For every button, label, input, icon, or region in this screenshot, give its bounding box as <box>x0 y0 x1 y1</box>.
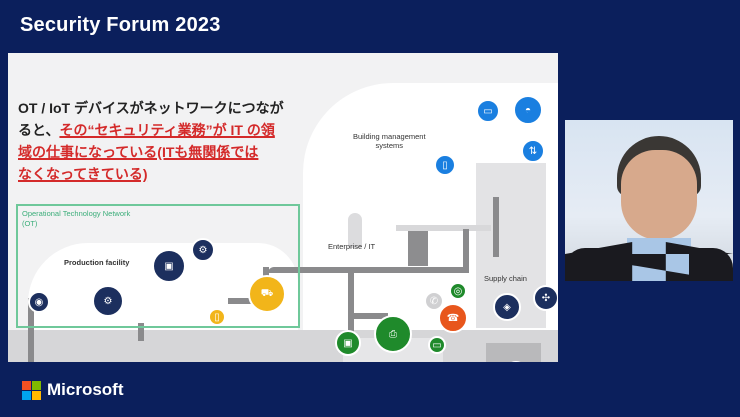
camera-icon: ◓ <box>513 95 543 125</box>
network-pipe <box>138 323 144 341</box>
headline-emphasis: 域の仕事になっている(ITも無関係では <box>18 144 259 160</box>
network-pipe <box>493 197 499 257</box>
plant <box>348 213 362 248</box>
laptop-icon: ▭ <box>428 336 446 354</box>
forklift-icon: ⛟ <box>248 275 286 313</box>
elevator-icon: ⇅ <box>521 139 545 163</box>
enterprise-it-label: Enterprise / IT <box>328 242 376 251</box>
network-pipe <box>28 298 34 362</box>
headline-emphasis: その“セキュリティ業務”が IT の領 <box>59 122 275 138</box>
drone-icon: ✣ <box>533 285 558 311</box>
building-management-label: Building management systems <box>353 132 426 150</box>
presenter-face <box>621 150 697 240</box>
supply-chain-label: Supply chain <box>484 274 527 283</box>
headline-line: OT / IoT デバイスがネットワークにつなが <box>18 100 284 116</box>
voip-icon: ☎ <box>438 303 468 333</box>
printer-icon: ⎙ <box>374 315 412 353</box>
event-title: Security Forum 2023 <box>20 14 221 36</box>
slide-floor <box>8 330 558 362</box>
phone-icon: ✆ <box>426 293 442 309</box>
network-pipe <box>228 298 268 304</box>
microsoft-logo: Microsoft <box>22 380 124 400</box>
projector-icon: ▭ <box>476 99 500 123</box>
presenter-jacket-right <box>689 248 733 281</box>
headline-text: ると、 <box>18 122 60 138</box>
pc-icon: ▣ <box>335 330 361 356</box>
package-icon: ◈ <box>493 293 521 321</box>
sensor-icon: ◉ <box>28 291 50 313</box>
presentation-slide: OT / IoT デバイスがネットワークにつなが ると、その“セキュリティ業務”… <box>8 53 558 362</box>
production-facility-label: Production facility <box>64 258 130 267</box>
ot-network-region: Operational Technology Network (OT) <box>16 204 300 328</box>
settings-icon: ⚙ <box>191 238 215 262</box>
truck <box>486 343 541 362</box>
ot-network-label: Operational Technology Network (OT) <box>22 209 131 228</box>
robot-arm-icon: ⚙ <box>92 285 124 317</box>
monitor-icon: ▣ <box>152 249 186 283</box>
brand-name: Microsoft <box>47 380 124 399</box>
router-icon: ◎ <box>449 282 467 300</box>
network-pipe <box>268 267 468 273</box>
network-pipe <box>348 267 354 342</box>
network-pipe <box>353 313 388 319</box>
building-cabinet <box>408 231 428 266</box>
microsoft-logo-icon <box>22 380 41 400</box>
headline-emphasis: なくなってきている) <box>18 166 148 182</box>
building-desk <box>396 225 491 231</box>
slide-headline: OT / IoT デバイスがネットワークにつなが ると、その“セキュリティ業務”… <box>18 97 318 185</box>
tablet-icon: ▯ <box>208 308 226 326</box>
presenter-video <box>565 120 733 281</box>
network-pipe <box>463 229 469 273</box>
presenter-jacket-left <box>565 248 629 281</box>
phone-icon: ▯ <box>434 154 456 176</box>
